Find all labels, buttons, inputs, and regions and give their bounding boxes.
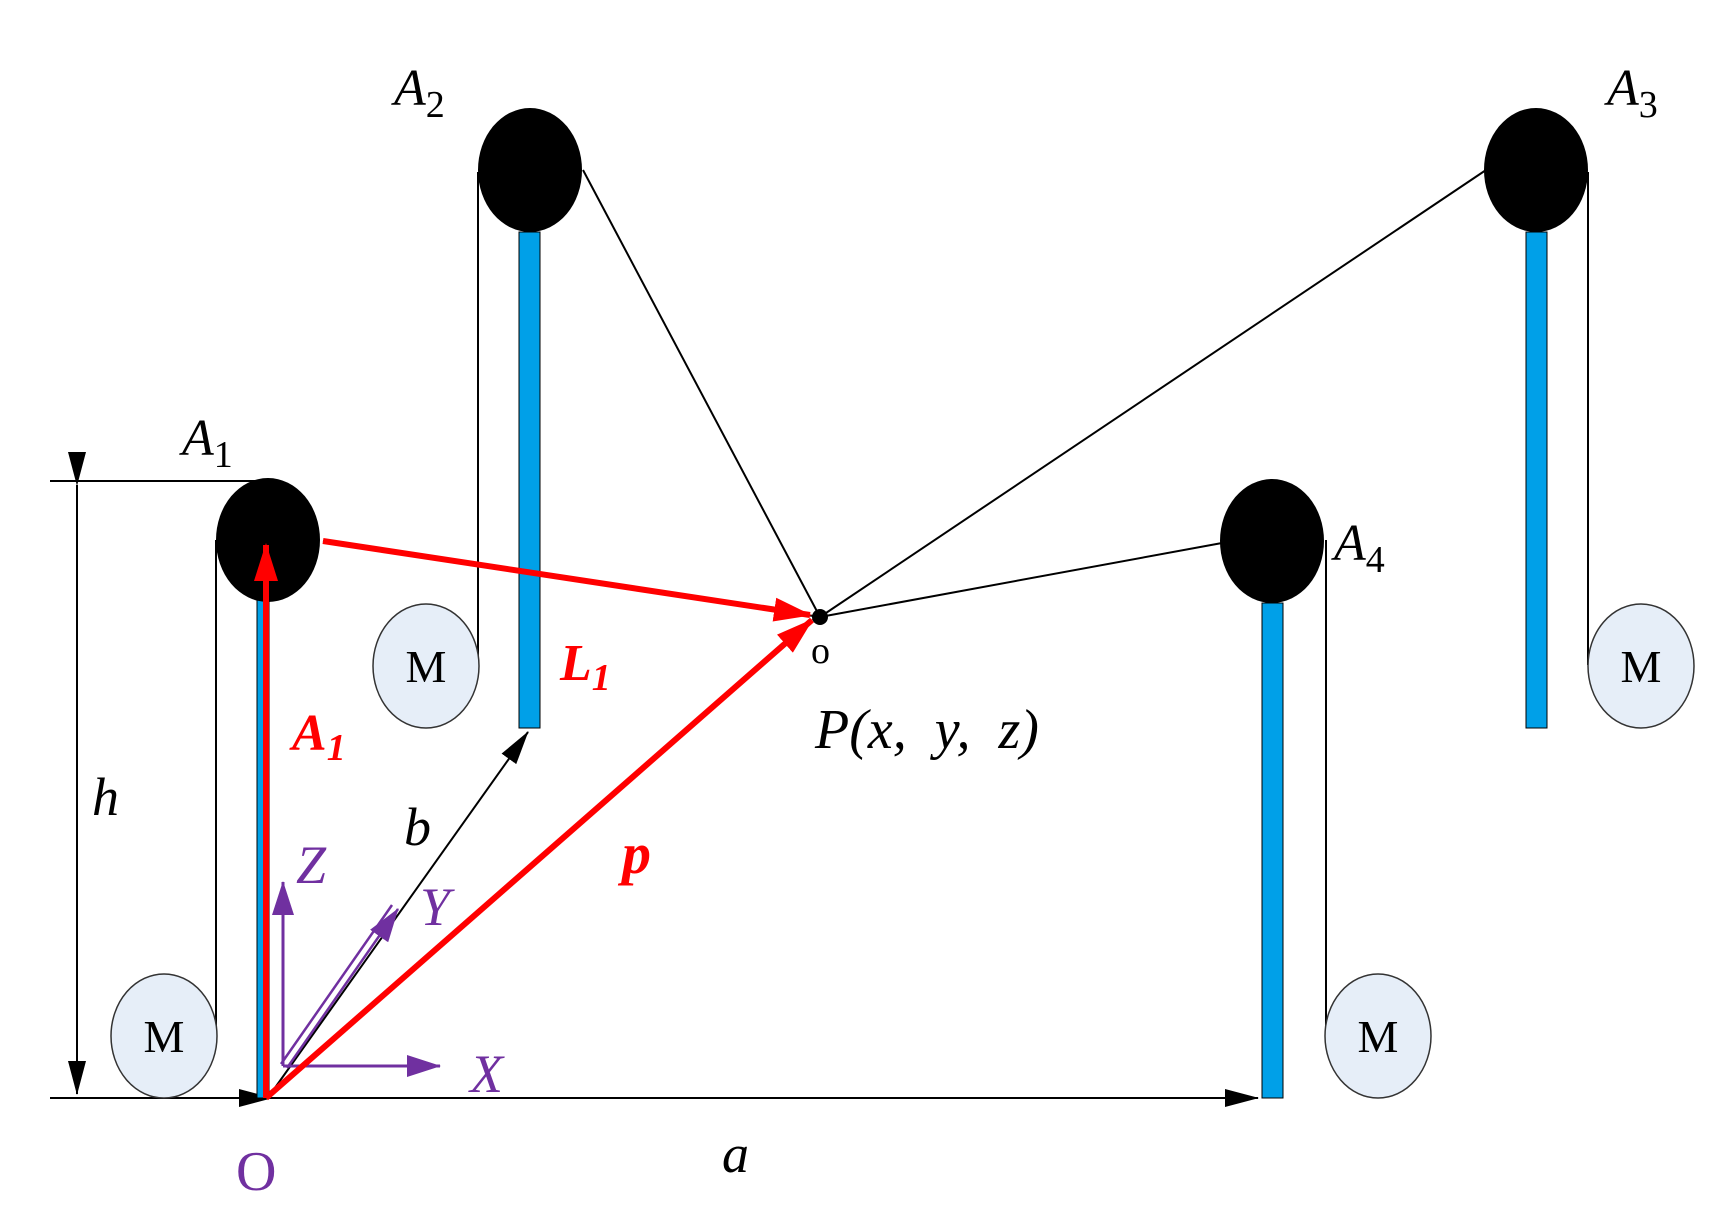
coordinate-axes [272, 881, 441, 1077]
vector-L1 [322, 538, 812, 622]
motor-4-label: M [1358, 1011, 1399, 1062]
axis-Y-arrow-b [285, 908, 400, 1069]
label-axis-X: X [468, 1044, 505, 1104]
label-point-P: P(x, y, z) [814, 699, 1039, 761]
label-A1: A1 [179, 410, 233, 476]
label-b: b [404, 797, 431, 857]
pulley-A3 [1484, 108, 1588, 232]
label-h: h [92, 767, 119, 827]
pole-4 [1261, 602, 1284, 1099]
label-small-o: o [811, 630, 830, 672]
motor-2-label: M [406, 641, 447, 692]
label-vector-L1: L1 [559, 635, 611, 699]
motor-3-label: M [1621, 641, 1662, 692]
vector-p [264, 617, 814, 1101]
label-A4: A4 [1331, 515, 1385, 581]
pole-3 [1525, 231, 1548, 729]
label-a: a [722, 1124, 749, 1184]
dimension-b [271, 731, 529, 1093]
pulley-A2 [478, 108, 582, 232]
vectors [254, 538, 814, 1101]
motor-2: M [372, 603, 480, 729]
motor-1: M [110, 973, 218, 1099]
label-origin: O [236, 1141, 276, 1203]
motor-3: M [1587, 603, 1695, 729]
label-vector-A1: A1 [289, 705, 346, 769]
pulley-A1 [216, 478, 320, 602]
pulley-A4 [1220, 479, 1324, 603]
label-axis-Y: Y [420, 877, 455, 937]
end-effector-point [812, 609, 828, 625]
label-axis-Z: Z [296, 835, 327, 895]
label-vector-p: p [617, 821, 651, 886]
pole-2 [518, 231, 541, 729]
label-A3: A3 [1604, 60, 1658, 126]
motor-4: M [1324, 973, 1432, 1099]
label-A2: A2 [391, 60, 445, 126]
motor-1-label: M [144, 1011, 185, 1062]
motor-cables [215, 172, 1589, 1030]
